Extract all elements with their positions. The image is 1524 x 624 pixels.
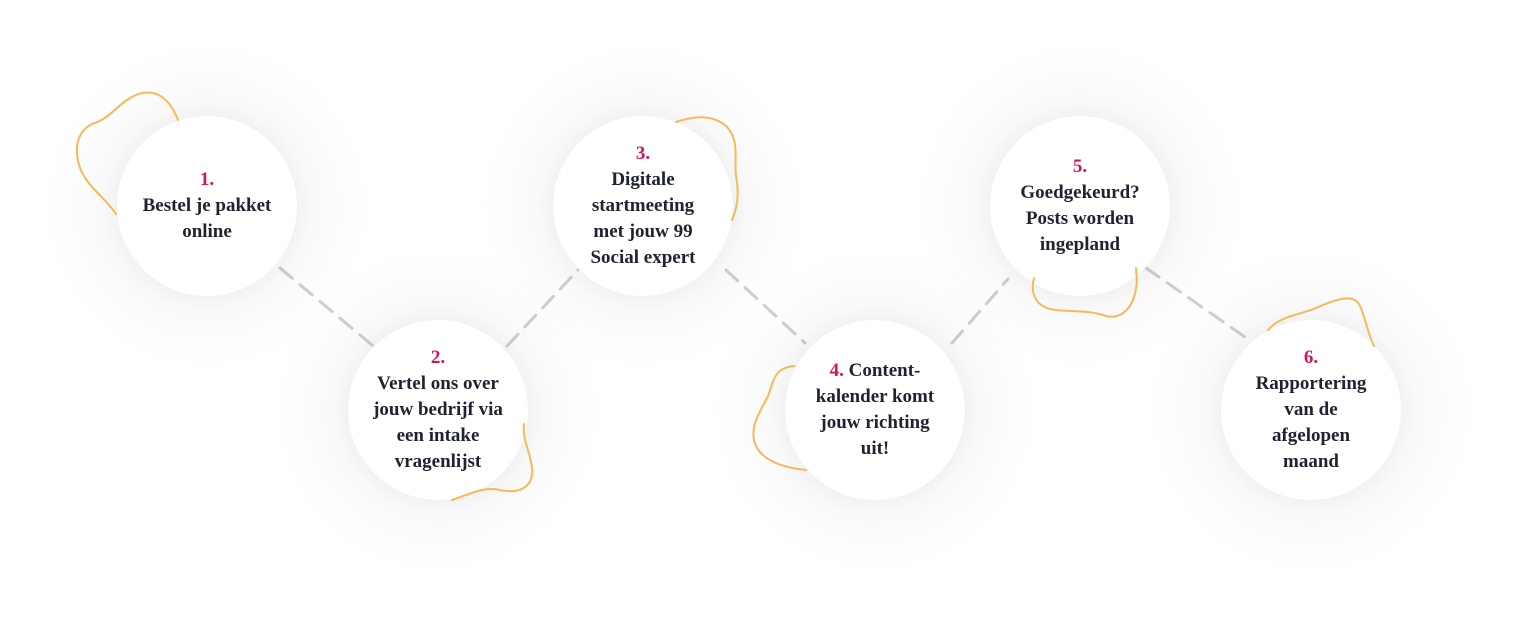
step-6: 6. Rapportering van de afgelopen maand (1221, 320, 1401, 500)
connector-1-2 (278, 266, 374, 347)
step-1-label: Bestel je pakket online (142, 195, 272, 242)
squiggle-3 (675, 116, 739, 221)
step-4-number: 4. (829, 360, 844, 381)
squiggle-1 (75, 91, 179, 215)
step-2: 2. Vertel ons over jouw bedrijf via een … (348, 320, 528, 500)
step-3: 3. Digitale startmeeting met jouw 99 Soc… (553, 116, 733, 296)
step-1-number: 1. (199, 169, 215, 190)
step-1: 1. Bestel je pakket online (117, 116, 297, 296)
step-4-label: Content-kalender komt jouw richting uit! (815, 360, 935, 459)
connector-2-3 (505, 268, 580, 348)
squiggle-2 (451, 423, 534, 501)
step-6-label: Rapportering van de afgelopen maand (1255, 373, 1367, 472)
step-2-number: 2. (430, 347, 446, 368)
step-3-number: 3. (635, 143, 651, 164)
connector-3-4 (724, 268, 807, 345)
step-2-label: Vertel ons over jouw bedrijf via een int… (373, 373, 503, 472)
squiggle-4 (752, 365, 807, 471)
step-4: 4. Content-kalender komt jouw richting u… (785, 320, 965, 500)
squiggle-6 (1267, 297, 1375, 347)
step-5-label: Goedgekeurd? Posts worden ingepland (1020, 182, 1140, 255)
connector-4-5 (950, 277, 1010, 345)
step-5: 5. Goedgekeurd? Posts worden ingepland (990, 116, 1170, 296)
step-6-number: 6. (1303, 347, 1319, 368)
squiggle-5 (1031, 267, 1138, 318)
step-3-label: Digitale startmeeting met jouw 99 Social… (590, 169, 696, 268)
step-5-number: 5. (1072, 156, 1088, 177)
connector-5-6 (1144, 266, 1254, 344)
